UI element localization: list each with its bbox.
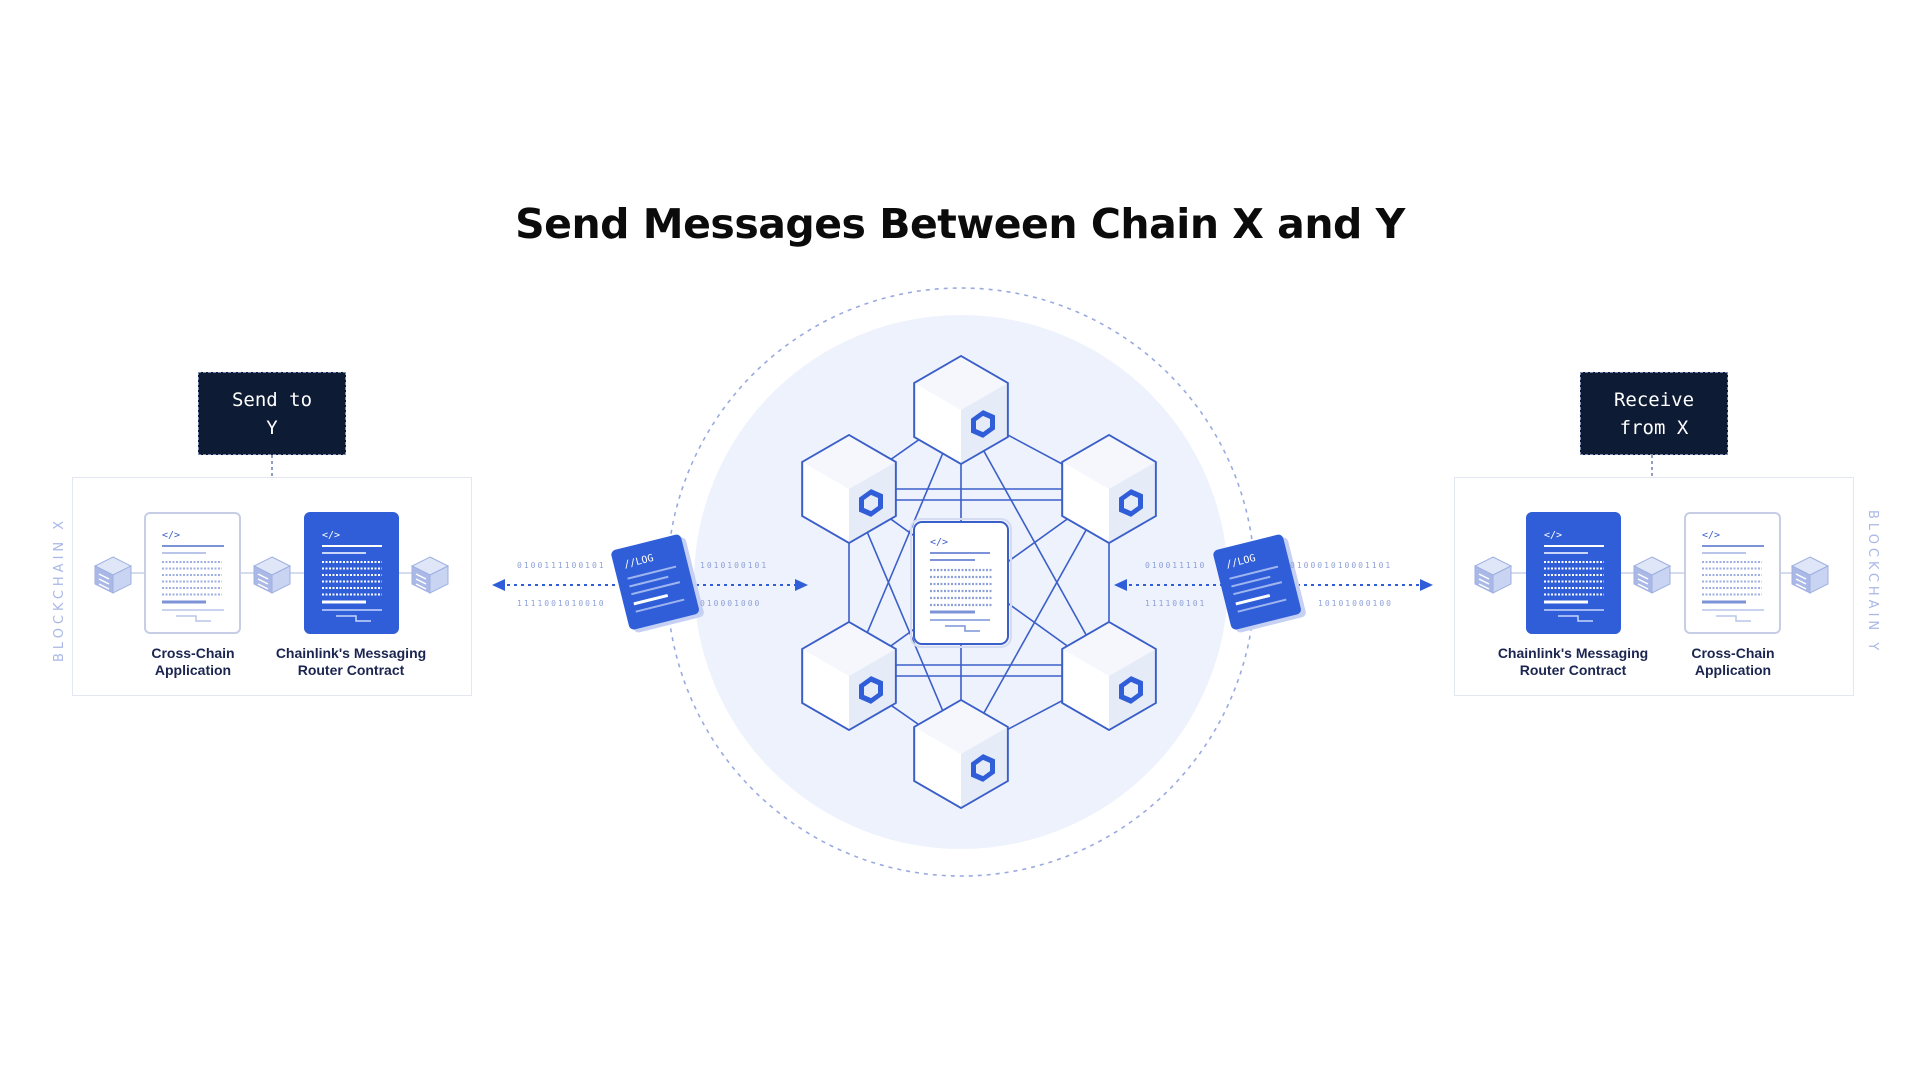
cross-edge: [848, 409, 962, 677]
left-app-caption-line1: Cross-Chain: [151, 645, 235, 661]
left-app-doc-content: </>: [162, 530, 224, 622]
right-router-contract-doc: </>: [1526, 512, 1621, 634]
central-code-label: </>: [930, 537, 948, 548]
send-tag-line2: Y: [266, 416, 278, 439]
left-router-contract-doc: </>: [304, 512, 399, 634]
left-app-caption-line2: Application: [154, 662, 232, 678]
oracle-node-3: [1061, 433, 1157, 545]
blockchain-x-label: BLOCKCHAIN X: [52, 516, 67, 662]
oracle-node-2: [801, 433, 897, 545]
oracle-node-6: [913, 698, 1009, 810]
left-log-message-icon: //LOG: [611, 534, 704, 633]
chainlink-logo-icon: [971, 410, 995, 438]
receive-tag-line1: Receive: [1613, 388, 1695, 411]
right-app-caption-line1: Cross-Chain: [1691, 645, 1775, 661]
right-router-caption-line2: Router Contract: [1519, 662, 1627, 678]
left-app-code-label: </>: [162, 530, 180, 541]
chainlink-logo-icon: [1119, 489, 1143, 517]
right-cross-chain-app-doc: </>: [1684, 512, 1781, 634]
right-router-doc-content: </>: [1544, 530, 1604, 622]
oracle-node-4: [801, 620, 897, 732]
cross-edge: [960, 488, 1110, 755]
left-arrowhead-left: [492, 579, 505, 591]
chainlink-logo-icon: [971, 754, 995, 782]
left-bits-bottom-right: 010001000: [700, 599, 762, 608]
oracle-nodes: [801, 354, 1157, 810]
left-app-caption: Cross-Chain Application: [131, 645, 255, 679]
oracle-node-5: [1061, 620, 1157, 732]
oracle-node-1: [913, 354, 1009, 466]
left-arrowhead-right: [795, 579, 808, 591]
right-app-code-label: </>: [1702, 530, 1720, 541]
chainlink-logo-icon: [859, 676, 883, 704]
left-bits-top-left: 0100111100101: [517, 561, 606, 570]
right-log-message-icon: //LOG: [1213, 534, 1306, 633]
left-router-caption-line1: Chainlink's Messaging: [275, 645, 427, 661]
central-contract-icon: </>: [910, 518, 1012, 648]
left-cross-chain-app-doc: </>: [144, 512, 241, 634]
right-router-caption: Chainlink's Messaging Router Contract: [1488, 645, 1658, 679]
chainlink-logo-icon: [859, 489, 883, 517]
left-bits-bottom-left: 1111001010010: [517, 599, 606, 608]
receive-from-x-tag: Receive from X: [1580, 372, 1728, 455]
right-bits-bottom-left: 111100101: [1145, 599, 1207, 608]
right-bits-bottom-right: 10101000100: [1318, 599, 1393, 608]
chainlink-logo-icon: [1119, 676, 1143, 704]
left-router-caption: Chainlink's Messaging Router Contract: [266, 645, 436, 679]
right-bits-top-right: 010001010001101: [1290, 561, 1393, 570]
right-arrowhead-left: [1114, 579, 1127, 591]
diagram-title: Send Messages Between Chain X and Y: [515, 200, 1405, 248]
send-to-y-tag: Send to Y: [198, 372, 346, 455]
right-arrowhead-right: [1420, 579, 1433, 591]
right-app-doc-content: </>: [1702, 530, 1764, 622]
left-bits-top-right: 1010100101: [700, 561, 769, 570]
left-router-code-label: </>: [322, 530, 340, 541]
left-router-doc-content: </>: [322, 530, 382, 622]
right-router-code-label: </>: [1544, 530, 1562, 541]
receive-tag-line2: from X: [1619, 416, 1689, 439]
right-bits-top-left: 010011110: [1145, 561, 1207, 570]
send-tag-line1: Send to: [231, 388, 313, 411]
blockchain-y-label: BLOCKCHAIN Y: [1865, 510, 1880, 655]
right-router-caption-line1: Chainlink's Messaging: [1497, 645, 1649, 661]
right-app-caption-line2: Application: [1694, 662, 1772, 678]
left-router-caption-line2: Router Contract: [297, 662, 405, 678]
right-app-caption: Cross-Chain Application: [1671, 645, 1795, 679]
